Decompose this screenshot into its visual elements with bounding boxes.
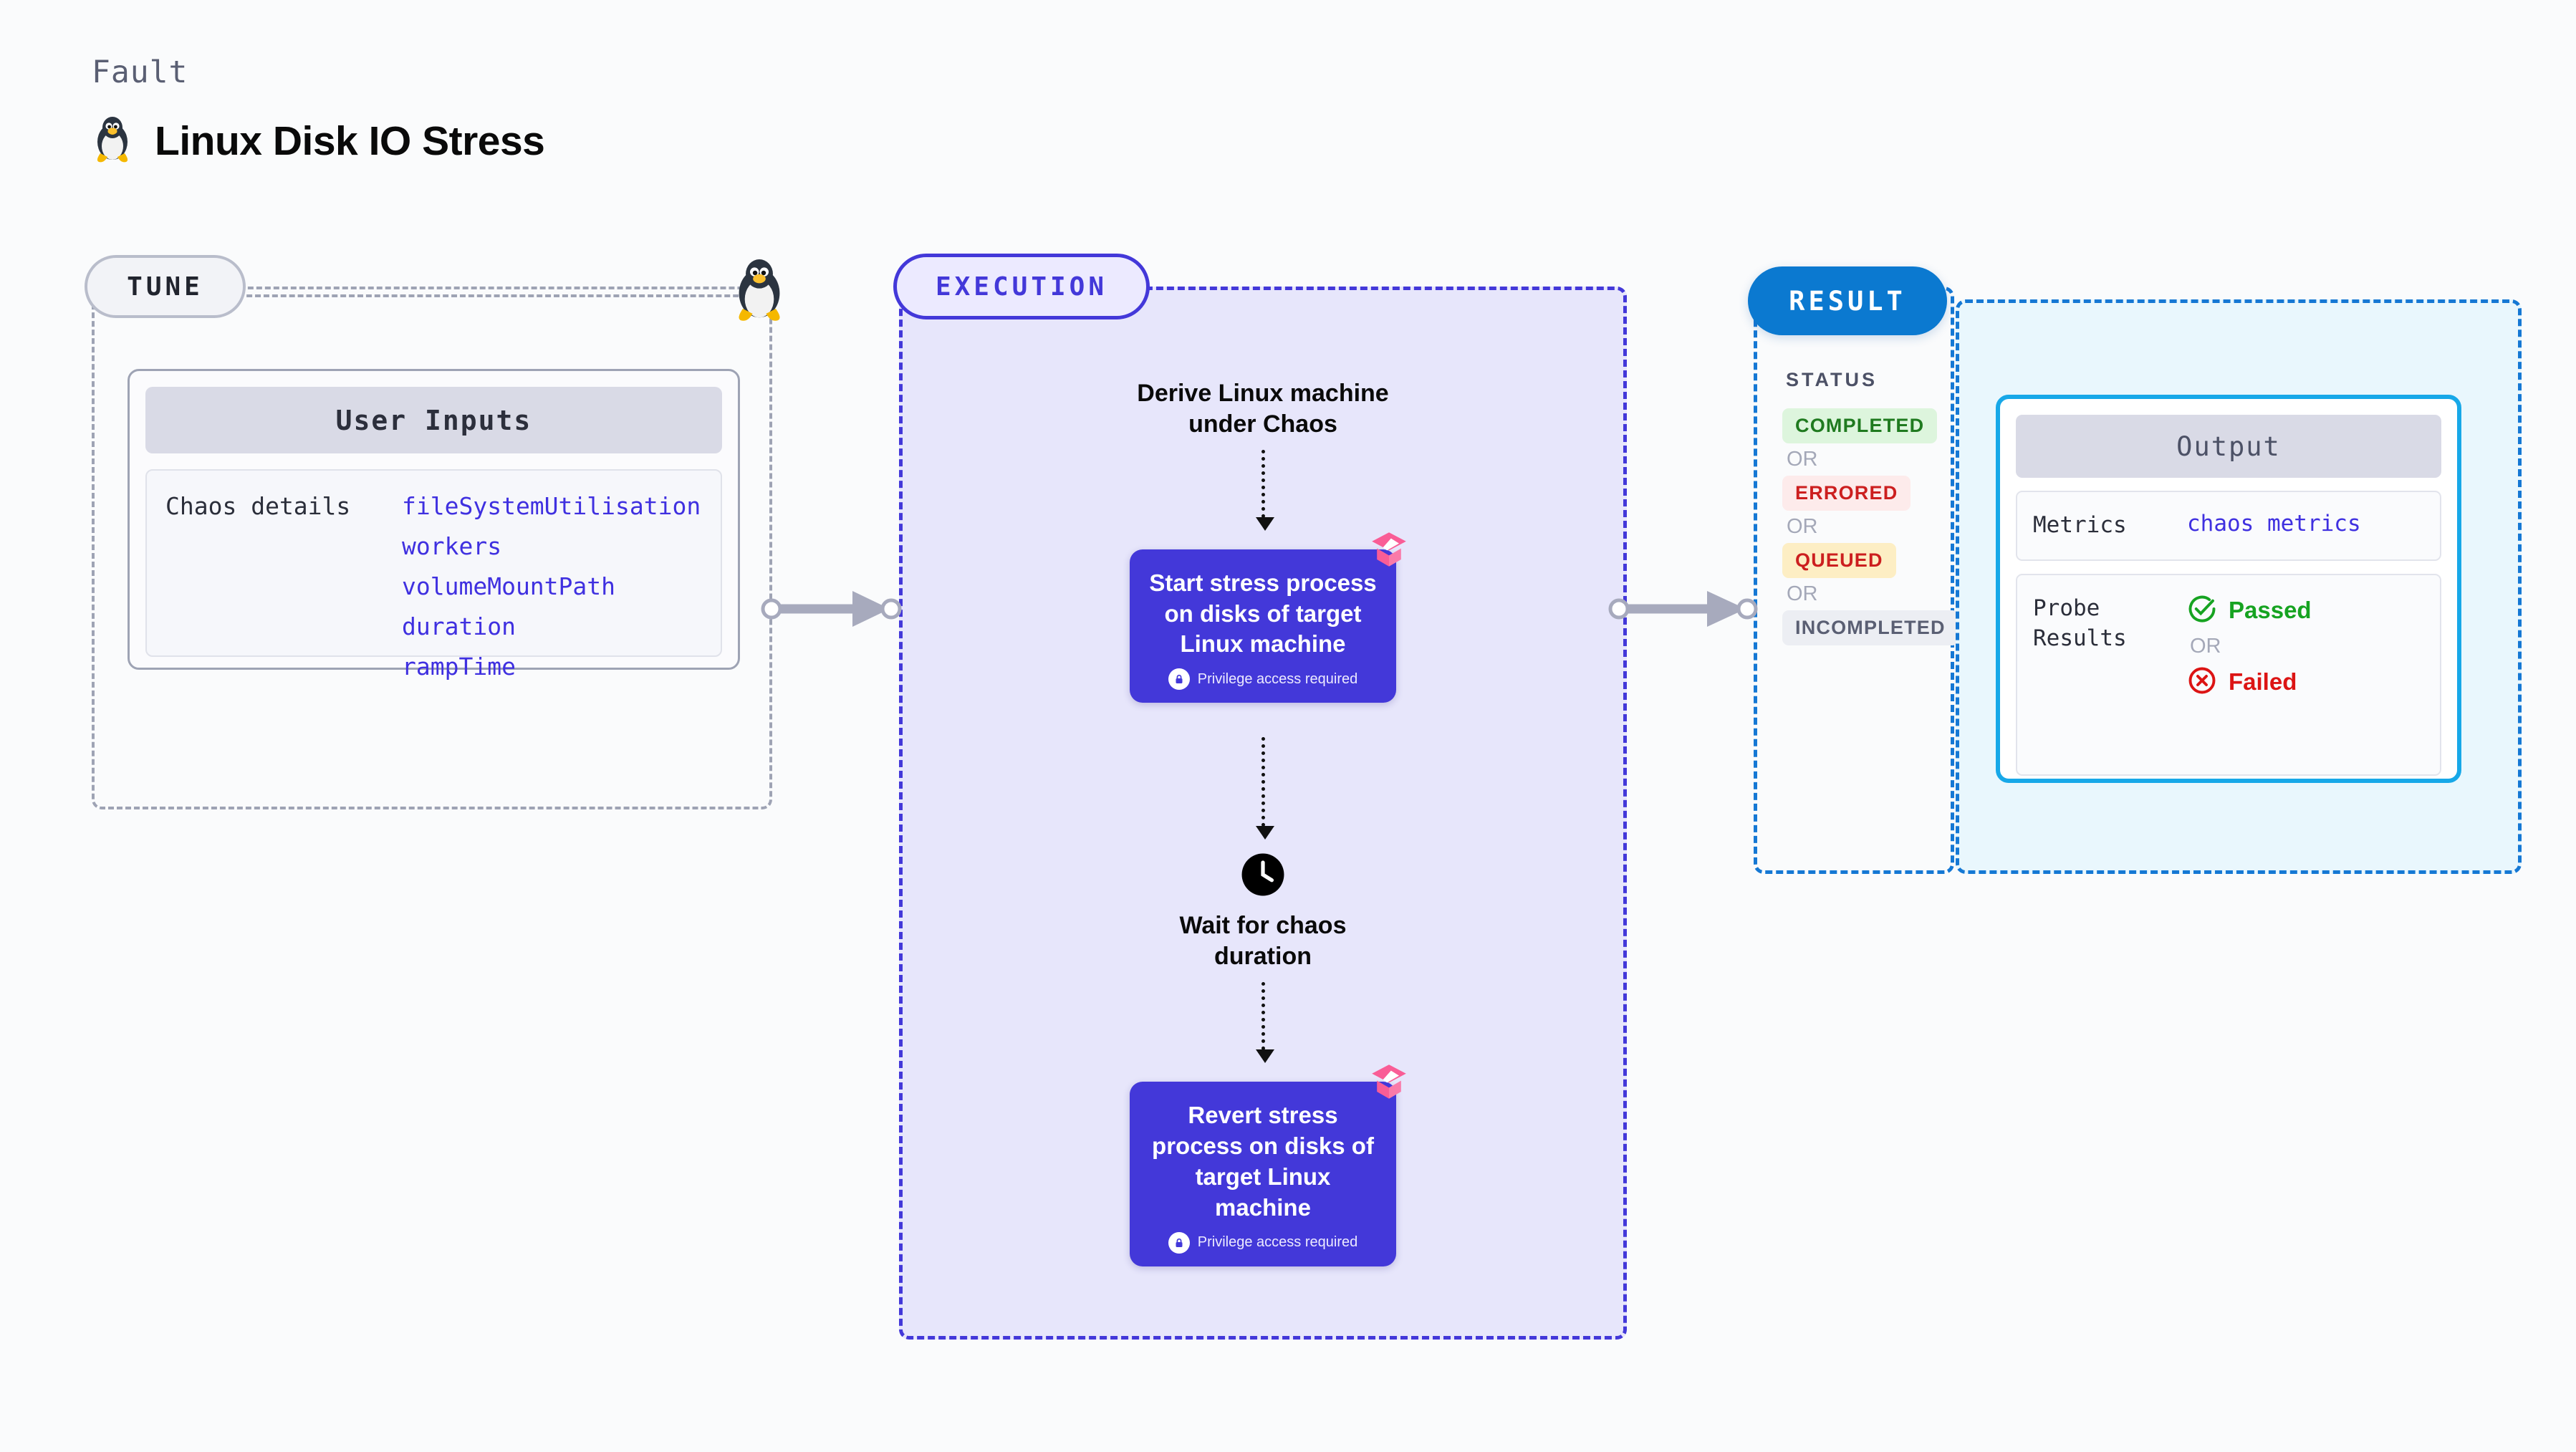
connector-tune-to-execution xyxy=(761,591,902,627)
linux-tux-icon xyxy=(92,115,133,167)
probe-results-key: Probe Results xyxy=(2033,595,2127,651)
tune-param[interactable]: duration xyxy=(402,612,516,640)
flow-arrow-1 xyxy=(1261,449,1265,518)
or-separator: OR xyxy=(2190,634,2221,658)
metrics-key: Metrics xyxy=(2033,512,2127,538)
status-badge-completed: COMPLETED xyxy=(1782,408,1938,443)
tune-linux-tux-icon xyxy=(731,256,788,326)
result-badge[interactable]: RESULT xyxy=(1748,266,1947,335)
result-section xyxy=(1754,287,1954,874)
execution-section: Derive Linux machine under Chaos Start s… xyxy=(899,287,1627,1340)
tune-param[interactable]: rampTime xyxy=(402,653,516,681)
action-card-start-stress[interactable]: Start stress process on disks of target … xyxy=(1130,532,1406,703)
execution-badge[interactable]: EXECUTION xyxy=(893,254,1150,319)
user-inputs-panel: User Inputs Chaos details fileSystemUtil… xyxy=(128,369,740,681)
flow-arrow-2 xyxy=(1261,737,1265,827)
tune-param[interactable]: fileSystemUtilisation xyxy=(402,492,701,520)
connector-execution-to-result xyxy=(1608,591,1758,627)
user-inputs-title: User Inputs xyxy=(145,387,722,453)
chaos-details-row: Chaos details fileSystemUtilisation work… xyxy=(145,469,722,681)
status-badge-errored: ERRORED xyxy=(1782,476,1911,511)
litmus-logo-icon xyxy=(1369,529,1409,573)
page-header: Linux Disk IO Stress xyxy=(92,115,545,167)
metrics-value[interactable]: chaos metrics xyxy=(2187,511,2361,537)
tune-top-dashed-line xyxy=(161,294,756,297)
failed-label: Failed xyxy=(2229,668,2297,696)
execution-flow: Derive Linux machine under Chaos Start s… xyxy=(899,287,1627,1340)
action-card-revert-stress[interactable]: Revert stress process on disks of target… xyxy=(1130,1064,1406,1266)
output-metrics-row: Metrics chaos metrics xyxy=(2016,491,2441,561)
lock-icon xyxy=(1168,1231,1190,1254)
result-boundary xyxy=(1754,287,1954,874)
x-circle-icon xyxy=(2187,665,2217,699)
privilege-note: Privilege access required xyxy=(1145,668,1380,691)
privilege-note: Privilege access required xyxy=(1145,1231,1380,1254)
probe-result-failed: Failed xyxy=(2187,665,2312,699)
status-label: STATUS xyxy=(1786,369,1878,390)
chaos-details-label: Chaos details xyxy=(165,492,351,520)
page-kicker: Fault xyxy=(92,54,188,90)
probe-result-passed: Passed xyxy=(2187,594,2312,628)
status-badge-queued: QUEUED xyxy=(1782,543,1896,578)
action-card-title: Revert stress process on disks of target… xyxy=(1152,1101,1374,1221)
or-separator: OR xyxy=(1787,582,1818,605)
page-title: Linux Disk IO Stress xyxy=(155,117,545,164)
privilege-note-text: Privilege access required xyxy=(1197,670,1358,687)
output-card: Output Metrics chaos metrics Probe Resul… xyxy=(1996,395,2461,783)
clock-icon xyxy=(1241,852,1285,900)
tune-param[interactable]: workers xyxy=(402,532,502,560)
action-card-title: Start stress process on disks of target … xyxy=(1149,569,1377,658)
or-separator: OR xyxy=(1787,448,1818,471)
step-derive-machine: Derive Linux machine under Chaos xyxy=(1137,380,1389,438)
tune-param[interactable]: volumeMountPath xyxy=(402,572,616,600)
probe-results-values: Passed OR Failed xyxy=(2187,594,2312,756)
check-circle-icon xyxy=(2187,594,2217,628)
or-separator: OR xyxy=(1787,515,1818,538)
chaos-details-values: fileSystemUtilisation workers volumeMoun… xyxy=(402,492,701,681)
lock-icon xyxy=(1168,668,1190,691)
privilege-note-text: Privilege access required xyxy=(1197,1234,1358,1251)
status-badge-incompleted: INCOMPLETED xyxy=(1782,610,1959,645)
status-list: COMPLETED OR ERRORED OR QUEUED OR INCOMP… xyxy=(1782,408,1959,645)
flow-arrow-3 xyxy=(1261,981,1265,1050)
output-probe-results-row: Probe Results Passed OR xyxy=(2016,573,2441,776)
tune-boundary xyxy=(92,287,772,809)
step-wait-duration: Wait for chaos duration xyxy=(1179,912,1347,971)
output-title: Output xyxy=(2016,415,2441,478)
passed-label: Passed xyxy=(2229,597,2312,624)
tune-section xyxy=(92,287,772,809)
litmus-logo-icon xyxy=(1369,1062,1409,1105)
tune-badge[interactable]: TUNE xyxy=(85,255,246,318)
